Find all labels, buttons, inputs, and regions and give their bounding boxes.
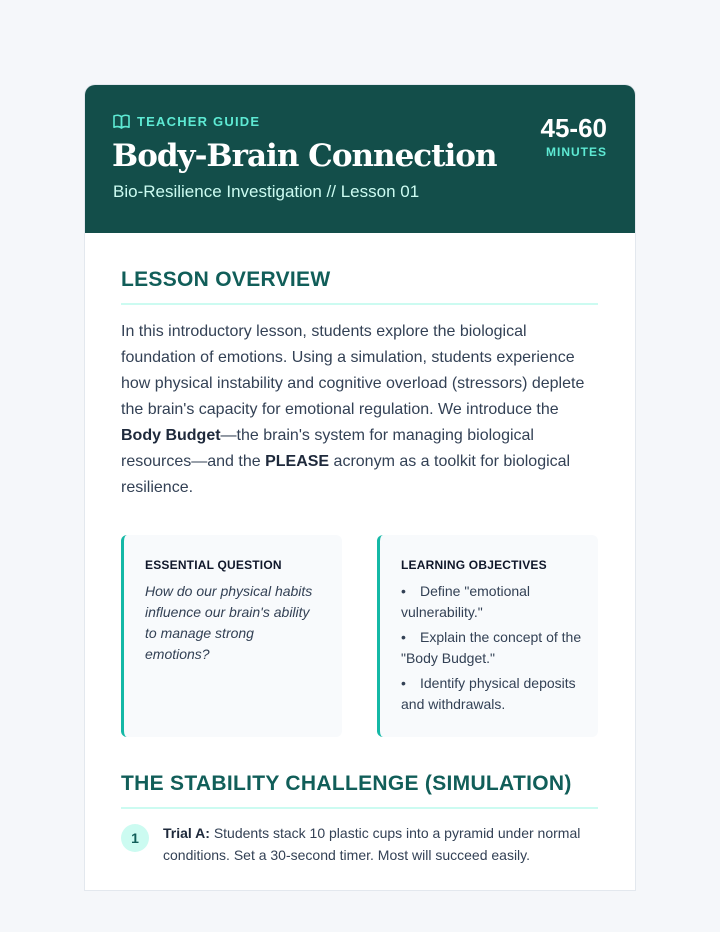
essential-question-text: How do our physical habits influence our…	[145, 583, 313, 662]
stability-challenge-heading: THE STABILITY CHALLENGE (SIMULATION)	[121, 770, 598, 809]
duration-unit: MINUTES	[546, 145, 607, 159]
objective-text: Explain the concept of the "Body Budget.…	[401, 629, 582, 666]
bullet: •	[401, 675, 406, 691]
step-label: Trial A:	[163, 825, 210, 841]
lesson-header: TEACHER GUIDE Body-Brain Connection Bio-…	[85, 85, 635, 233]
overview-paragraph: In this introductory lesson, students ex…	[121, 319, 601, 501]
overview-text-part1: In this introductory lesson, students ex…	[121, 323, 585, 418]
overview-heading: LESSON OVERVIEW	[121, 266, 598, 305]
essential-question-label: ESSENTIAL QUESTION	[145, 558, 282, 572]
learning-objectives-label: LEARNING OBJECTIVES	[401, 558, 547, 572]
learning-objectives-box: LEARNING OBJECTIVES •Define "emotional v…	[377, 535, 598, 737]
step-number-badge: 1	[121, 824, 149, 852]
step-description: Students stack 10 plastic cups into a py…	[163, 825, 581, 863]
objective-text: Identify physical deposits and withdrawa…	[401, 675, 576, 712]
eyebrow-text: TEACHER GUIDE	[137, 114, 261, 129]
body-budget-term: Body Budget	[121, 427, 221, 444]
lesson-card: TEACHER GUIDE Body-Brain Connection Bio-…	[85, 85, 635, 890]
essential-question-box: ESSENTIAL QUESTION How do our physical h…	[121, 535, 342, 737]
objectives-list: •Define "emotional vulnerability." •Expl…	[401, 581, 586, 719]
open-book-icon	[113, 114, 130, 129]
overview-text-part2: —the brain's system for managing biologi…	[121, 427, 534, 470]
bullet: •	[401, 629, 406, 645]
objective-text: Define "emotional vulnerability."	[401, 583, 531, 620]
teacher-guide-label: TEACHER GUIDE	[113, 114, 260, 129]
list-item: •Identify physical deposits and withdraw…	[401, 673, 586, 715]
overview-text-part3: acronym as a toolkit for biological resi…	[121, 453, 571, 496]
duration-badge: 45-60 MINUTES	[541, 112, 608, 160]
page-title: Body-Brain Connection	[112, 138, 497, 174]
page-subtitle: Bio-Resilience Investigation // Lesson 0…	[113, 182, 420, 201]
list-item: •Define "emotional vulnerability."	[401, 581, 586, 623]
duration-value: 45-60	[540, 113, 608, 143]
step-text: Trial A: Students stack 10 plastic cups …	[163, 823, 583, 866]
list-item: •Explain the concept of the "Body Budget…	[401, 627, 586, 669]
please-term: PLEASE	[265, 453, 330, 470]
bullet: •	[401, 583, 406, 599]
